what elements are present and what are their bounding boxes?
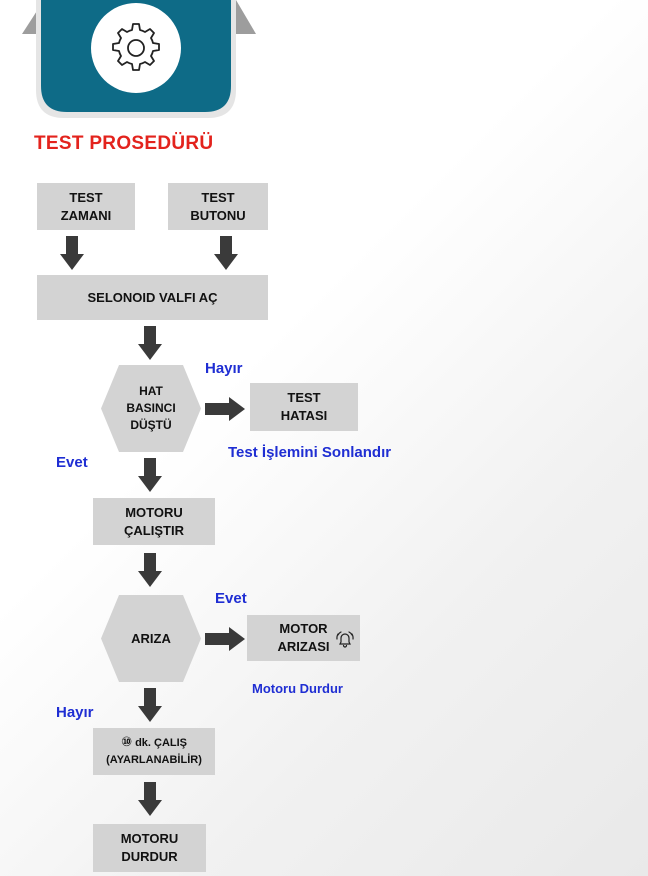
- label-hayir-2: Hayır: [56, 704, 94, 721]
- node-calis-line1: ⑩ dk. ÇALIŞ: [121, 734, 187, 752]
- node-test-zamani-line2: ZAMANI: [60, 207, 112, 223]
- arrow-down-2: [214, 236, 238, 270]
- node-calis: ⑩ dk. ÇALIŞ (AYARLANABİLİR): [93, 728, 215, 775]
- node-test-hatasi-line2: HATASI: [280, 408, 328, 423]
- arrow-down-3: [138, 326, 162, 360]
- decision-ariza-label: ARIZA: [131, 631, 171, 646]
- node-motoru-calistir-line2: ÇALIŞTIR: [124, 522, 184, 538]
- label-test-sonlandir: Test İşlemini Sonlandır: [228, 444, 392, 461]
- node-test-butonu: TEST BUTONU: [168, 183, 268, 230]
- node-selonoid-valfi: SELONOID VALFI AÇ: [37, 275, 268, 320]
- node-motor-arizasi-line2: ARIZASI: [277, 639, 330, 654]
- alarm-bell-icon: [336, 631, 354, 648]
- decision-hat-basinci-line1: HAT: [139, 384, 163, 398]
- number-ten-icon: ⑩: [120, 735, 132, 750]
- page-title: TEST PROSEDÜRÜ: [34, 133, 214, 154]
- node-motoru-calistir: MOTORU ÇALIŞTIR: [93, 498, 215, 545]
- node-test-zamani-line1: TEST: [69, 189, 103, 205]
- arrow-down-4: [138, 458, 162, 492]
- arrow-down-6: [138, 688, 162, 722]
- label-evet-1: Evet: [56, 454, 88, 471]
- node-test-butonu-line1: TEST: [201, 189, 235, 205]
- node-motoru-durdur-line2: DURDUR: [121, 849, 178, 864]
- decision-hat-basinci-line2: BASINCI: [126, 401, 176, 415]
- header-badge: [22, 0, 256, 118]
- label-evet-2: Evet: [215, 590, 247, 607]
- node-motoru-durdur: MOTORU DURDUR: [93, 824, 206, 872]
- label-hayir-1: Hayır: [205, 360, 243, 377]
- decision-hat-basinci-line3: DÜŞTÜ: [130, 418, 172, 432]
- decision-hat-basinci: HAT BASINCI DÜŞTÜ: [101, 365, 201, 452]
- decision-ariza: ARIZA: [101, 595, 201, 682]
- gear-icon: [112, 23, 160, 71]
- arrow-right-2: [205, 627, 245, 651]
- node-motoru-durdur-line1: MOTORU: [120, 831, 179, 846]
- node-calis-text1: dk. ÇALIŞ: [135, 737, 188, 749]
- node-motor-arizasi-line1: MOTOR: [279, 621, 328, 636]
- node-test-zamani: TEST ZAMANI: [37, 183, 135, 230]
- node-test-hatasi: TEST HATASI: [250, 383, 358, 431]
- node-test-butonu-line2: BUTONU: [190, 207, 246, 223]
- arrow-down-1: [60, 236, 84, 270]
- node-motoru-calistir-line1: MOTORU: [125, 504, 183, 520]
- label-motoru-durdur: Motoru Durdur: [252, 681, 343, 696]
- node-calis-line2: (AYARLANABİLİR): [106, 754, 202, 766]
- arrow-down-7: [138, 782, 162, 816]
- arrow-down-5: [138, 553, 162, 587]
- arrow-right-1: [205, 397, 245, 421]
- node-test-hatasi-line1: TEST: [287, 390, 321, 405]
